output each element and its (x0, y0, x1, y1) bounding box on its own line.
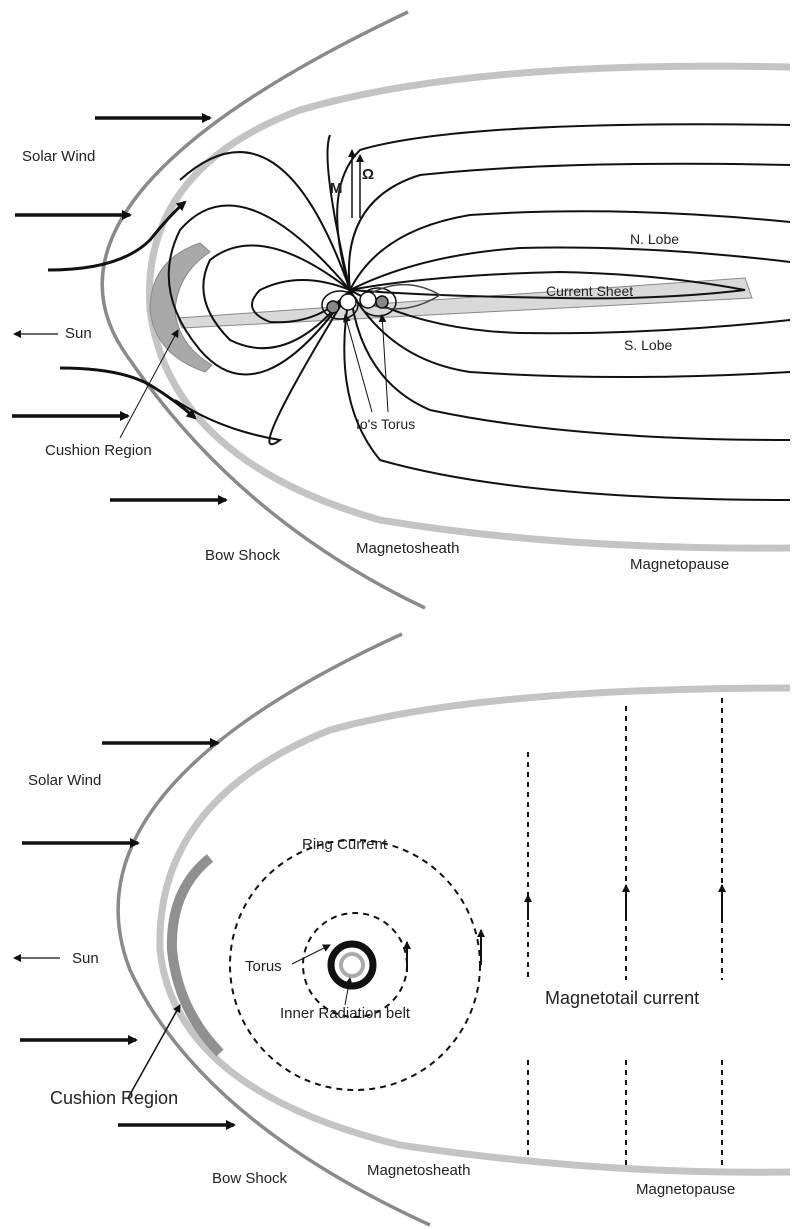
top-sun-label: Sun (65, 325, 92, 342)
bottom-magnetopause-label: Magnetopause (636, 1181, 735, 1198)
bottom-solar-wind-arrows (20, 743, 234, 1125)
magnetotail-current-arrows (528, 885, 722, 920)
rotation-omega-label: Ω (362, 166, 374, 183)
top-io-right (376, 296, 388, 308)
bottom-solar-wind-label: Solar Wind (28, 772, 101, 789)
torus-pointer (292, 945, 330, 964)
top-jupiter-right (360, 292, 376, 308)
top-jupiter-left (340, 294, 356, 310)
inner-radiation-belt-label: Inner Radiation belt (280, 1005, 410, 1022)
bottom-cushion-region-label: Cushion Region (50, 1088, 178, 1109)
bottom-bow-shock-curve (118, 634, 430, 1225)
magnetic-moment-label: M (330, 180, 343, 197)
s-lobe-label: S. Lobe (624, 337, 672, 353)
top-panel (12, 12, 790, 608)
n-lobe-label: N. Lobe (630, 231, 679, 247)
bottom-panel (14, 634, 790, 1225)
bottom-cushion-pointer (128, 1005, 180, 1098)
bottom-cushion-region-shape (172, 858, 220, 1053)
io-torus-label: Io's Torus (356, 416, 415, 432)
top-bow-shock-label: Bow Shock (205, 547, 280, 564)
bottom-bow-shock-label: Bow Shock (212, 1170, 287, 1187)
top-solar-wind-label: Solar Wind (22, 148, 95, 165)
torus-label: Torus (245, 958, 282, 975)
bottom-sun-label: Sun (72, 950, 99, 967)
magnetotail-current-lines (528, 698, 722, 1170)
bottom-magnetosheath-label: Magnetosheath (367, 1162, 470, 1179)
top-io-torus-pointer-right (382, 315, 388, 412)
top-current-sheet (178, 278, 752, 328)
top-io-left (327, 301, 339, 313)
current-sheet-label: Current Sheet (546, 283, 633, 299)
top-cushion-region-label: Cushion Region (45, 442, 152, 459)
top-magnetosheath-label: Magnetosheath (356, 540, 459, 557)
ring-current-label: Ring Current (302, 836, 387, 853)
top-cushion-pointer (120, 330, 178, 438)
inner-radiation-belt-ring (341, 954, 363, 976)
magnetotail-current-label: Magnetotail current (545, 988, 699, 1009)
top-magnetopause-label: Magnetopause (630, 556, 729, 573)
